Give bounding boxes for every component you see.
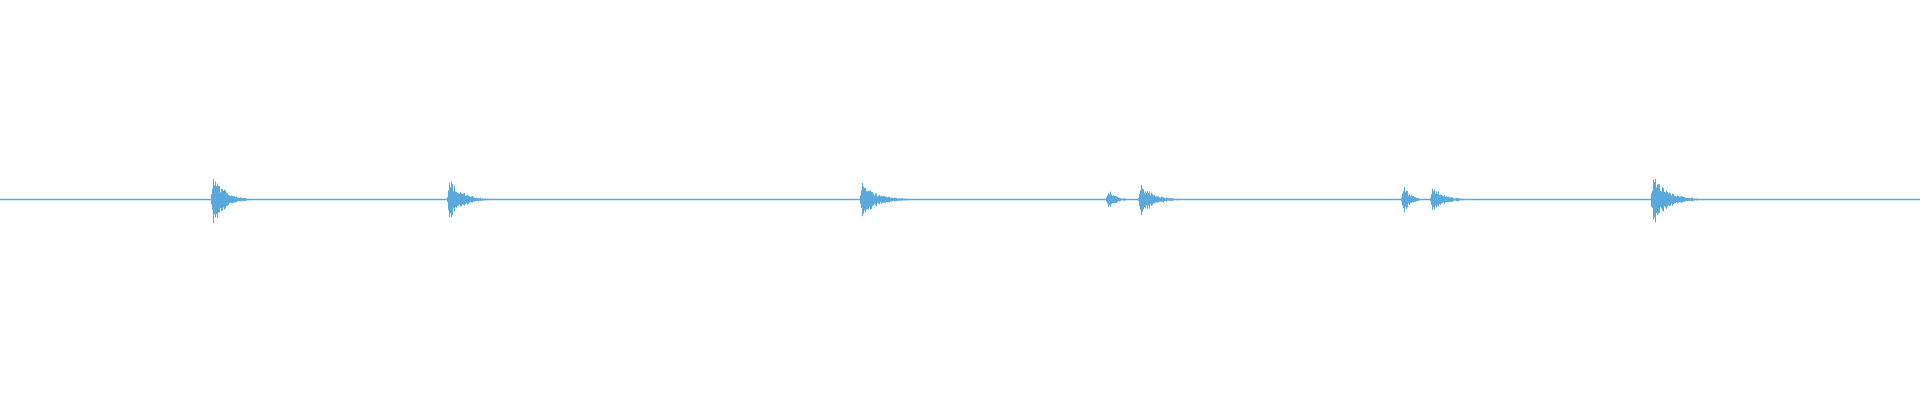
waveform-signal bbox=[0, 178, 1920, 224]
waveform-peaks bbox=[0, 178, 1920, 224]
